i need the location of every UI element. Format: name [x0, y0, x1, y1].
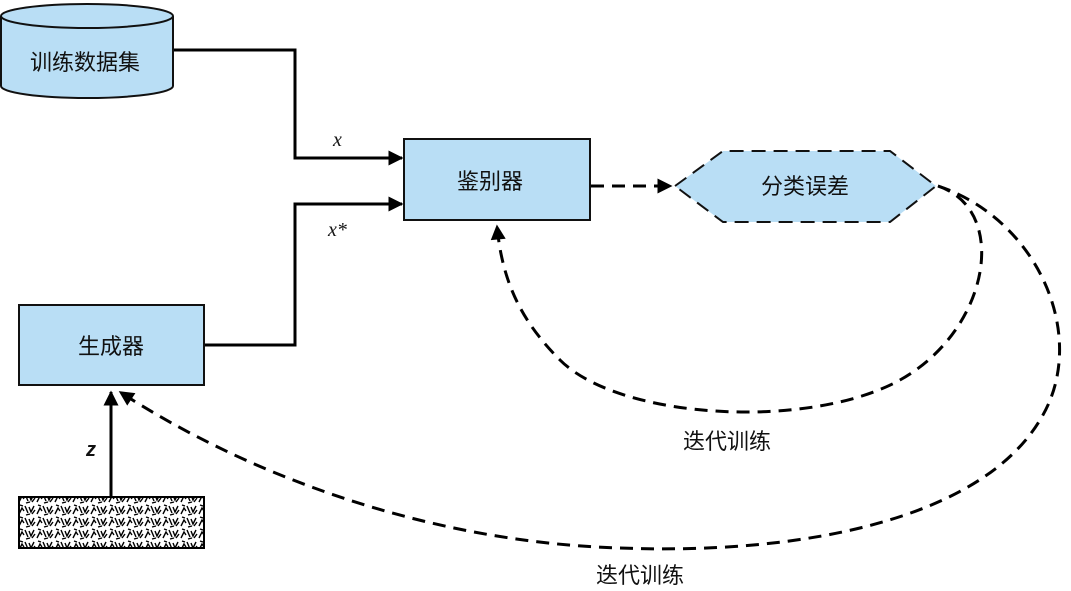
label-x: x [332, 129, 342, 151]
label-z: z [85, 439, 96, 461]
classification-error-node: 分类误差 [673, 150, 938, 223]
training-data-label: 训练数据集 [30, 51, 140, 76]
feedback-discriminator-label: 迭代训练 [683, 430, 771, 455]
generator-node: 生成器 [18, 304, 205, 386]
edge-feedback-generator [118, 184, 1062, 551]
edge-real-sample [174, 48, 404, 166]
label-x-star: x* [327, 219, 347, 241]
classification-error-label: 分类误差 [761, 175, 849, 200]
discriminator-node: 鉴别器 [403, 138, 591, 221]
noise-input-node [18, 496, 205, 549]
discriminator-label: 鉴别器 [457, 170, 523, 195]
generator-label: 生成器 [78, 335, 144, 360]
feedback-generator-label: 迭代训练 [596, 564, 684, 589]
edge-feedback-discriminator [490, 184, 984, 414]
edge-fake-sample [205, 196, 404, 347]
training-data-node: 训练数据集 [0, 3, 174, 99]
